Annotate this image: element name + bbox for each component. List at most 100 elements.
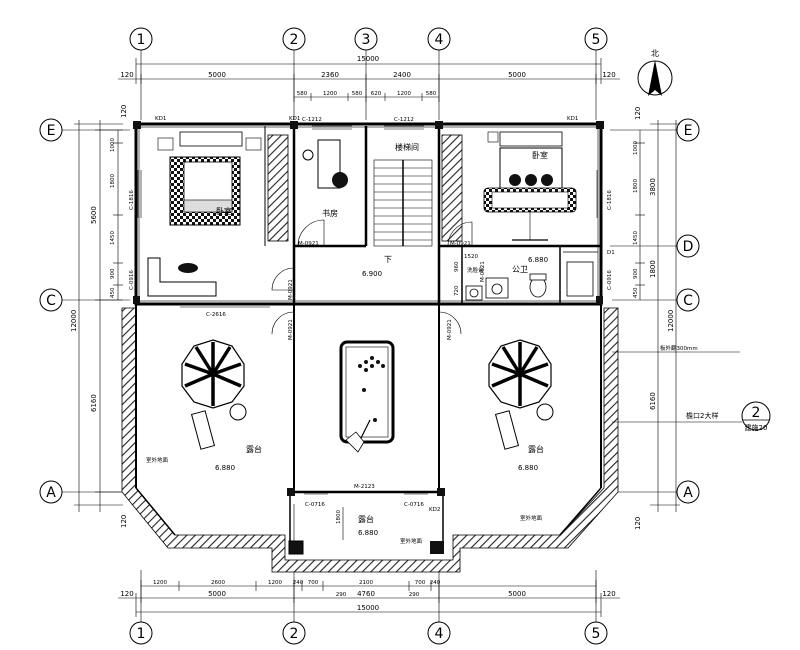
dim-top-2400: 2400 <box>393 71 411 79</box>
label-study: 书房 <box>322 208 338 218</box>
drain-label-3: 室外地面 <box>400 537 423 545</box>
dim-bot-240a: 240 <box>293 580 304 586</box>
axis-left-E: E <box>47 123 56 139</box>
dim-top-5000b: 5000 <box>508 71 526 79</box>
dim-right-3800: 3800 <box>649 178 657 196</box>
axis-bottom-4: 4 <box>435 626 444 642</box>
label-bedroom-left: 卧室 <box>216 206 232 216</box>
dim-right-120-bottom: 120 <box>634 517 642 530</box>
dim-bot-120a: 120 <box>120 590 133 598</box>
dim-bot-290b: 290 <box>409 592 420 598</box>
dim-bot-4760: 4760 <box>357 590 375 598</box>
drain-label-2: 室外地面 <box>520 514 543 522</box>
wardrobe-left <box>267 134 289 242</box>
right-dimension-lines <box>635 120 680 512</box>
axis-top-5: 5 <box>592 32 601 48</box>
label-terrace-right: 露台 <box>528 444 544 454</box>
board-note: 板外翻300mm <box>660 344 698 352</box>
north-arrow <box>637 60 673 96</box>
axis-right-D: D <box>683 239 694 255</box>
tag-m0921-c2: M-0921 <box>288 319 294 340</box>
north-label: 北 <box>651 49 659 58</box>
dim-right-1800b: 1800 <box>649 260 657 278</box>
tag-c0916-left: C-0916 <box>129 270 135 290</box>
detail-sheet: 建施20 <box>745 423 768 432</box>
tag-c1212-a: C-1212 <box>302 117 322 123</box>
dim-bot-120b: 120 <box>602 590 615 598</box>
dim-left-total: 12000 <box>70 310 78 332</box>
label-terrace-left: 露台 <box>246 444 262 454</box>
tag-d1: D1 <box>607 250 615 256</box>
dim-bot-700b: 700 <box>415 580 426 586</box>
dim-left-6160: 6160 <box>90 394 98 412</box>
dim-left-900: 900 <box>110 268 116 279</box>
dim-wc-960: 960 <box>454 261 460 272</box>
dim-left-450: 450 <box>110 287 116 298</box>
dim-right-900: 900 <box>633 268 639 279</box>
axis-bottom-2: 2 <box>290 626 299 642</box>
tag-m0821: M-0821 <box>480 261 486 282</box>
dim-top2-580c: 580 <box>426 91 437 97</box>
label-bedroom-right: 卧室 <box>532 150 548 160</box>
dim-left-120-top: 120 <box>120 105 128 118</box>
dim-bot-2100: 2100 <box>359 580 373 586</box>
top-dimension-lines <box>118 58 620 102</box>
staircase <box>373 159 433 247</box>
detail-number: 2 <box>752 405 761 421</box>
elev-terrace-bottom: 6.880 <box>358 529 378 537</box>
tag-m0921-c1: M-0921 <box>288 279 294 300</box>
label-wash: 洗脸台 <box>467 266 484 274</box>
dim-top2-580b: 580 <box>352 91 363 97</box>
dim-top-2360: 2360 <box>321 71 339 79</box>
dim-right-450: 450 <box>633 287 639 298</box>
tag-m2123: M-2123 <box>354 484 375 490</box>
axis-left-C: C <box>46 293 56 309</box>
dim-bot-5000b: 5000 <box>508 590 526 598</box>
dim-bot-700a: 700 <box>308 580 319 586</box>
tag-c0916-right: C-0916 <box>607 270 613 290</box>
dim-wc-1520: 1520 <box>464 254 478 260</box>
detail-bubble <box>741 401 771 431</box>
elev-hall: 6.900 <box>362 270 382 278</box>
dim-bot-5000a: 5000 <box>208 590 226 598</box>
dim-wc-720: 720 <box>454 285 460 296</box>
tag-kd2: KD2 <box>429 507 440 513</box>
umbrella-right <box>488 339 554 450</box>
study-room <box>297 139 348 247</box>
wc-room <box>465 251 598 301</box>
bedroom-right <box>441 131 577 247</box>
axis-left-A: A <box>46 485 56 501</box>
tag-m0921-study: M-0921 <box>298 241 319 247</box>
dim-bot-2600: 2600 <box>211 580 225 586</box>
axis-right-E: E <box>684 123 693 139</box>
hall-door-swings <box>271 267 462 335</box>
bottom-dimension-lines <box>118 580 620 617</box>
dim-top-120a: 120 <box>120 71 133 79</box>
dim-left-5600: 5600 <box>90 206 98 224</box>
dim-top2-580a: 580 <box>297 91 308 97</box>
dim-bot-1200b: 1200 <box>268 580 282 586</box>
terrace-parapet <box>121 307 619 573</box>
axis-top-1: 1 <box>137 32 146 48</box>
tag-m0921-bed: M-0921 <box>450 241 471 247</box>
dim-top2-620: 620 <box>371 91 382 97</box>
dim-left-1000: 1000 <box>110 138 116 152</box>
umbrella-left <box>181 339 247 450</box>
dim-top-5000a: 5000 <box>208 71 226 79</box>
dim-balcony-1800: 1800 <box>336 510 342 524</box>
dim-right-120-top: 120 <box>634 107 642 120</box>
dim-left-1800: 1800 <box>110 174 116 188</box>
label-terrace-bottom: 露台 <box>358 514 374 524</box>
dim-top2-1200b: 1200 <box>397 91 411 97</box>
axis-bottom-1: 1 <box>137 626 146 642</box>
structural-columns <box>133 121 604 555</box>
tag-c2616: C-2616 <box>206 312 226 318</box>
tag-kd1-mid: KD1 <box>289 116 300 122</box>
dim-bot-290a: 290 <box>336 592 347 598</box>
tag-c0716-b: C-0716 <box>404 502 424 508</box>
left-dimension-lines <box>74 120 123 512</box>
axis-top-2: 2 <box>290 32 299 48</box>
axis-bottom-5: 5 <box>592 626 601 642</box>
axis-right-A: A <box>683 485 693 501</box>
tag-c0716-a: C-0716 <box>305 502 325 508</box>
